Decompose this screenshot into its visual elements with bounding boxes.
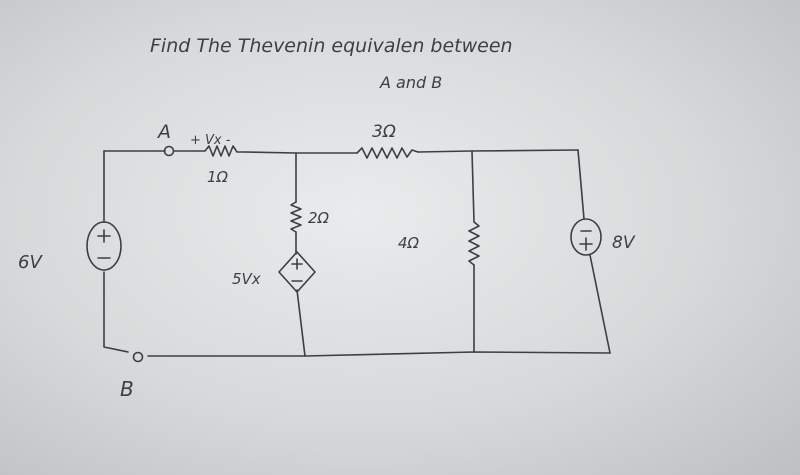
label-3ohm: 3Ω <box>372 122 396 142</box>
wire-branch-4ohm <box>471 150 475 353</box>
wire-branch-2ohm <box>295 152 306 357</box>
label-5vx: 5Vx <box>232 270 261 288</box>
wire-left <box>103 150 129 353</box>
label-8v: 8V <box>612 233 636 253</box>
problem-line-1: Find The Thevenin equivalen between <box>150 35 513 57</box>
voltage-source-8v <box>570 218 602 256</box>
label-node-a: A <box>156 121 171 143</box>
terminal-a <box>163 145 175 157</box>
resistor-2ohm <box>290 201 302 233</box>
wire-right <box>577 149 611 354</box>
label-2ohm: 2Ω <box>308 209 330 227</box>
dependent-source-5vx <box>278 251 316 293</box>
terminal-b <box>132 351 144 363</box>
polarity-marks-6v <box>97 229 111 259</box>
polarity-marks-8v <box>579 230 593 251</box>
voltage-source-6v <box>86 221 122 271</box>
label-6v: 6V <box>18 252 43 273</box>
label-vx: + Vx - <box>190 133 231 148</box>
label-node-b: B <box>120 377 134 401</box>
label-1ohm: 1Ω <box>207 168 229 186</box>
problem-line-2: A and B <box>379 73 442 92</box>
resistor-1ohm <box>173 145 246 157</box>
wire-bottom <box>147 351 611 357</box>
resistor-4ohm <box>468 221 480 266</box>
polarity-marks-dep <box>291 258 303 282</box>
resistor-3ohm <box>356 147 419 159</box>
label-4ohm: 4Ω <box>398 234 420 252</box>
